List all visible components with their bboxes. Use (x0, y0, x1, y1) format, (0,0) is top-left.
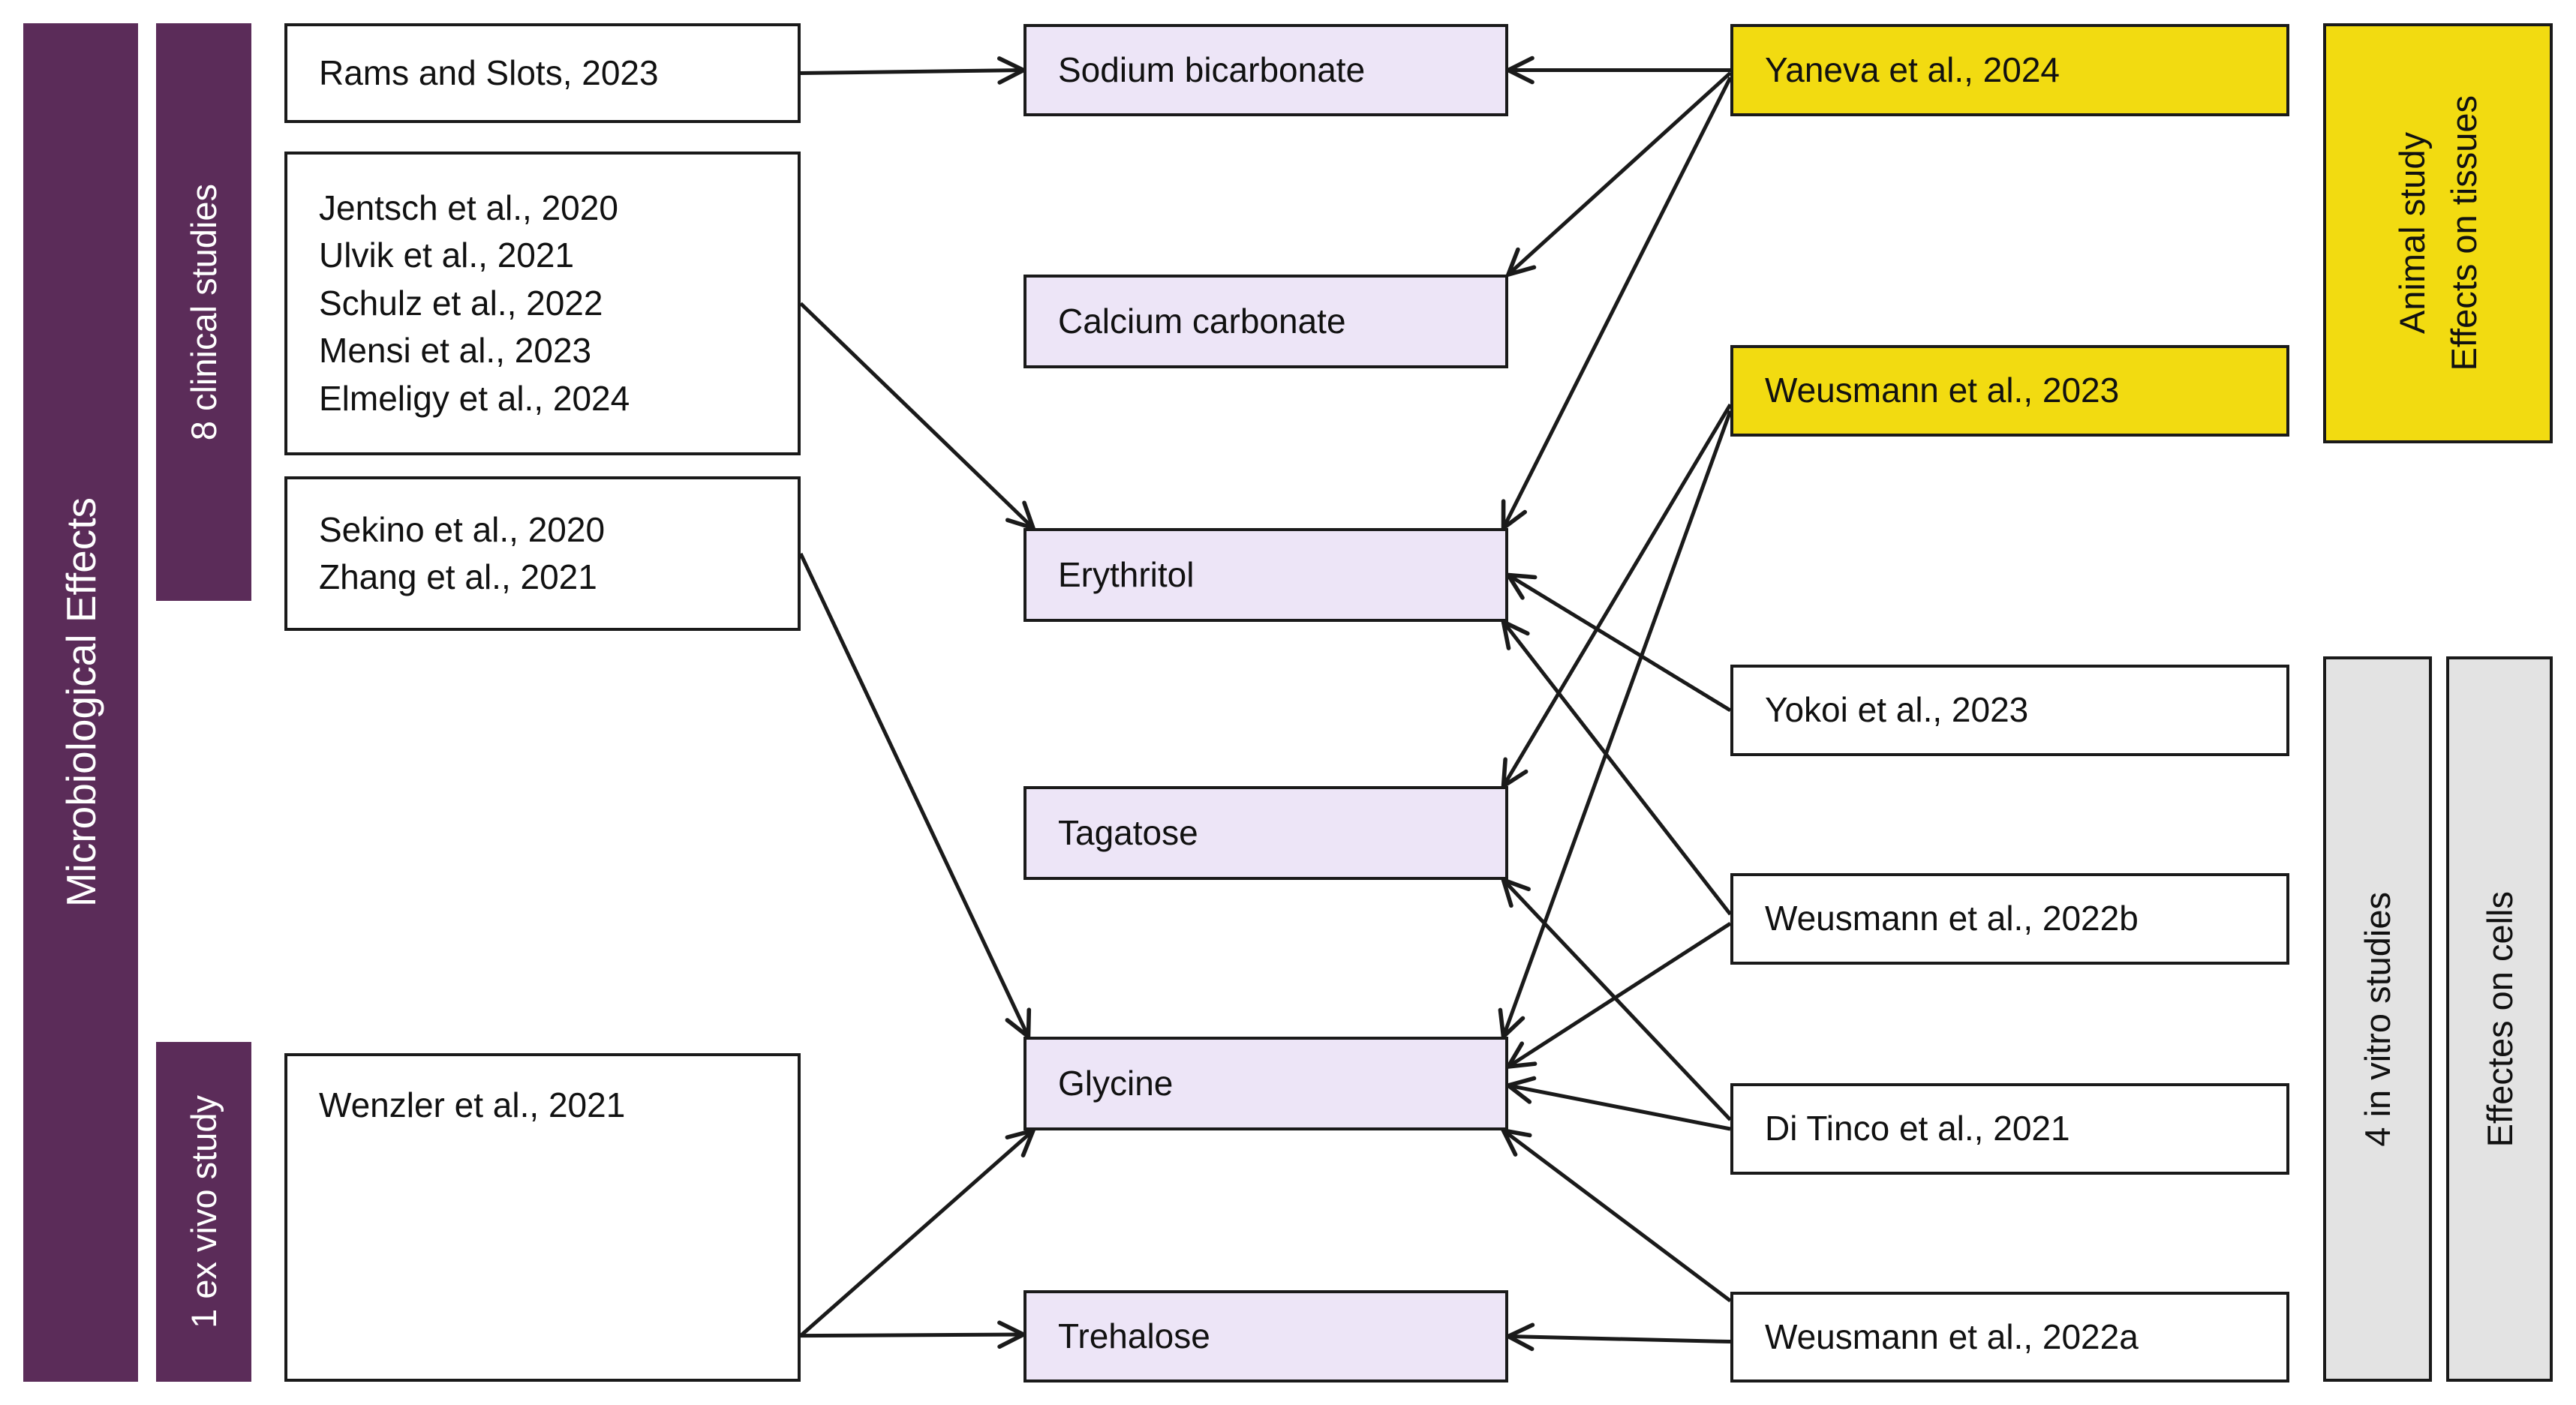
arrow-wenzler-to-trehalose (800, 1334, 1023, 1336)
arrow-sekino-to-glycine (798, 552, 1028, 1037)
arrow-yaneva-to-erythritol (1504, 77, 1733, 528)
study-box-weusmann-2022a: Weusmann et al., 2022a (1730, 1292, 2289, 1382)
study-label: Weusmann et al., 2023 (1765, 371, 2120, 410)
arrow-rams-to-sodium (800, 71, 1023, 74)
powder-box-glycine: Glycine (1023, 1037, 1508, 1130)
powder-label: Erythritol (1058, 554, 1195, 594)
arrow-w2022b-to-erythritol (1504, 622, 1732, 916)
study-box-wenzler: Wenzler et al., 2021 (284, 1053, 801, 1382)
category-bar-label: Effects on tissues (2444, 95, 2484, 371)
arrow-yokoi-to-erythritol (1508, 575, 1732, 713)
study-label: Zhang et al., 2021 (319, 557, 597, 596)
powder-box-sodium-bicarbonate: Sodium bicarbonate (1023, 24, 1508, 116)
study-label: Yaneva et al., 2024 (1765, 50, 2060, 89)
study-box-weusmann-2023: Weusmann et al., 2023 (1730, 345, 2289, 437)
arrow-w2022b-to-glycine (1508, 921, 1732, 1067)
powder-box-tagatose: Tagatose (1023, 786, 1508, 880)
powder-label: Tagatose (1058, 812, 1198, 852)
arrow-yaneva-to-calcium (1508, 71, 1732, 275)
arrow-jentsch-to-erythritol (799, 302, 1033, 529)
study-box-weusmann-2022b: Weusmann et al., 2022b (1730, 873, 2289, 965)
powder-label: Glycine (1058, 1063, 1174, 1103)
study-box-yokoi: Yokoi et al., 2023 (1730, 665, 2289, 756)
arrow-w2023-to-glycine (1504, 410, 1733, 1037)
study-label: Rams and Slots, 2023 (319, 53, 659, 92)
arrow-ditinco-to-glycine (1508, 1085, 1731, 1131)
study-label: Mensi et al., 2023 (319, 331, 592, 371)
study-box-di-tinco: Di Tinco et al., 2021 (1730, 1083, 2289, 1175)
category-bar-clinical-studies: 8 clinical studies (156, 23, 251, 601)
study-label: Weusmann et al., 2022a (1765, 1316, 2139, 1356)
powder-box-erythritol: Erythritol (1023, 528, 1508, 622)
category-bar-ex-vivo-study: 1 ex vivo study (156, 1042, 251, 1382)
arrow-ditinco-to-tagatose (1504, 880, 1732, 1121)
arrow-w2023-to-tagatose (1504, 404, 1733, 786)
study-label: Weusmann et al., 2022b (1765, 899, 2139, 938)
study-box-clinical-group: Jentsch et al., 2020 Ulvik et al., 2021 … (284, 152, 801, 455)
category-bar-label: 8 clinical studies (184, 183, 224, 441)
category-bar-label: Microbiological Effects (57, 497, 104, 908)
study-label: Wenzler et al., 2021 (319, 1085, 626, 1124)
arrow-wenzler-to-glycine (799, 1130, 1033, 1337)
study-box-yaneva: Yaneva et al., 2024 (1730, 24, 2289, 116)
study-label: Di Tinco et al., 2021 (1765, 1109, 2070, 1148)
study-box-rams-slots: Rams and Slots, 2023 (284, 23, 801, 123)
category-bar-effects-on-cells: Effectes on cells (2446, 656, 2553, 1382)
category-bar-microbiological-effects: Microbiological Effects (23, 23, 138, 1382)
category-bar-animal-study: Animal study Effects on tissues (2323, 23, 2553, 443)
arrow-w2022a-to-glycine (1504, 1130, 1732, 1303)
category-bar-label: Animal study (2392, 132, 2432, 335)
powder-label: Trehalose (1058, 1316, 1210, 1355)
powder-label: Sodium bicarbonate (1058, 50, 1366, 89)
category-bar-label: Effectes on cells (2479, 890, 2520, 1148)
powder-box-trehalose: Trehalose (1023, 1290, 1508, 1382)
study-label: Sekino et al., 2020 (319, 509, 606, 549)
category-bar-label: 1 ex vivo study (184, 1095, 224, 1328)
study-label: Schulz et al., 2022 (319, 283, 603, 323)
arrow-w2022a-to-trehalose (1508, 1337, 1731, 1342)
powder-box-calcium-carbonate: Calcium carbonate (1023, 275, 1508, 368)
study-label: Ulvik et al., 2021 (319, 236, 575, 275)
study-box-sekino-zhang: Sekino et al., 2020 Zhang et al., 2021 (284, 476, 801, 631)
study-label: Jentsch et al., 2020 (319, 188, 618, 227)
powder-label: Calcium carbonate (1058, 301, 1346, 341)
category-bar-label: 4 in vitro studies (2358, 891, 2397, 1147)
category-bar-in-vitro-studies: 4 in vitro studies (2323, 656, 2432, 1382)
study-label: Elmeligy et al., 2024 (319, 378, 630, 418)
study-label: Yokoi et al., 2023 (1765, 690, 2029, 730)
